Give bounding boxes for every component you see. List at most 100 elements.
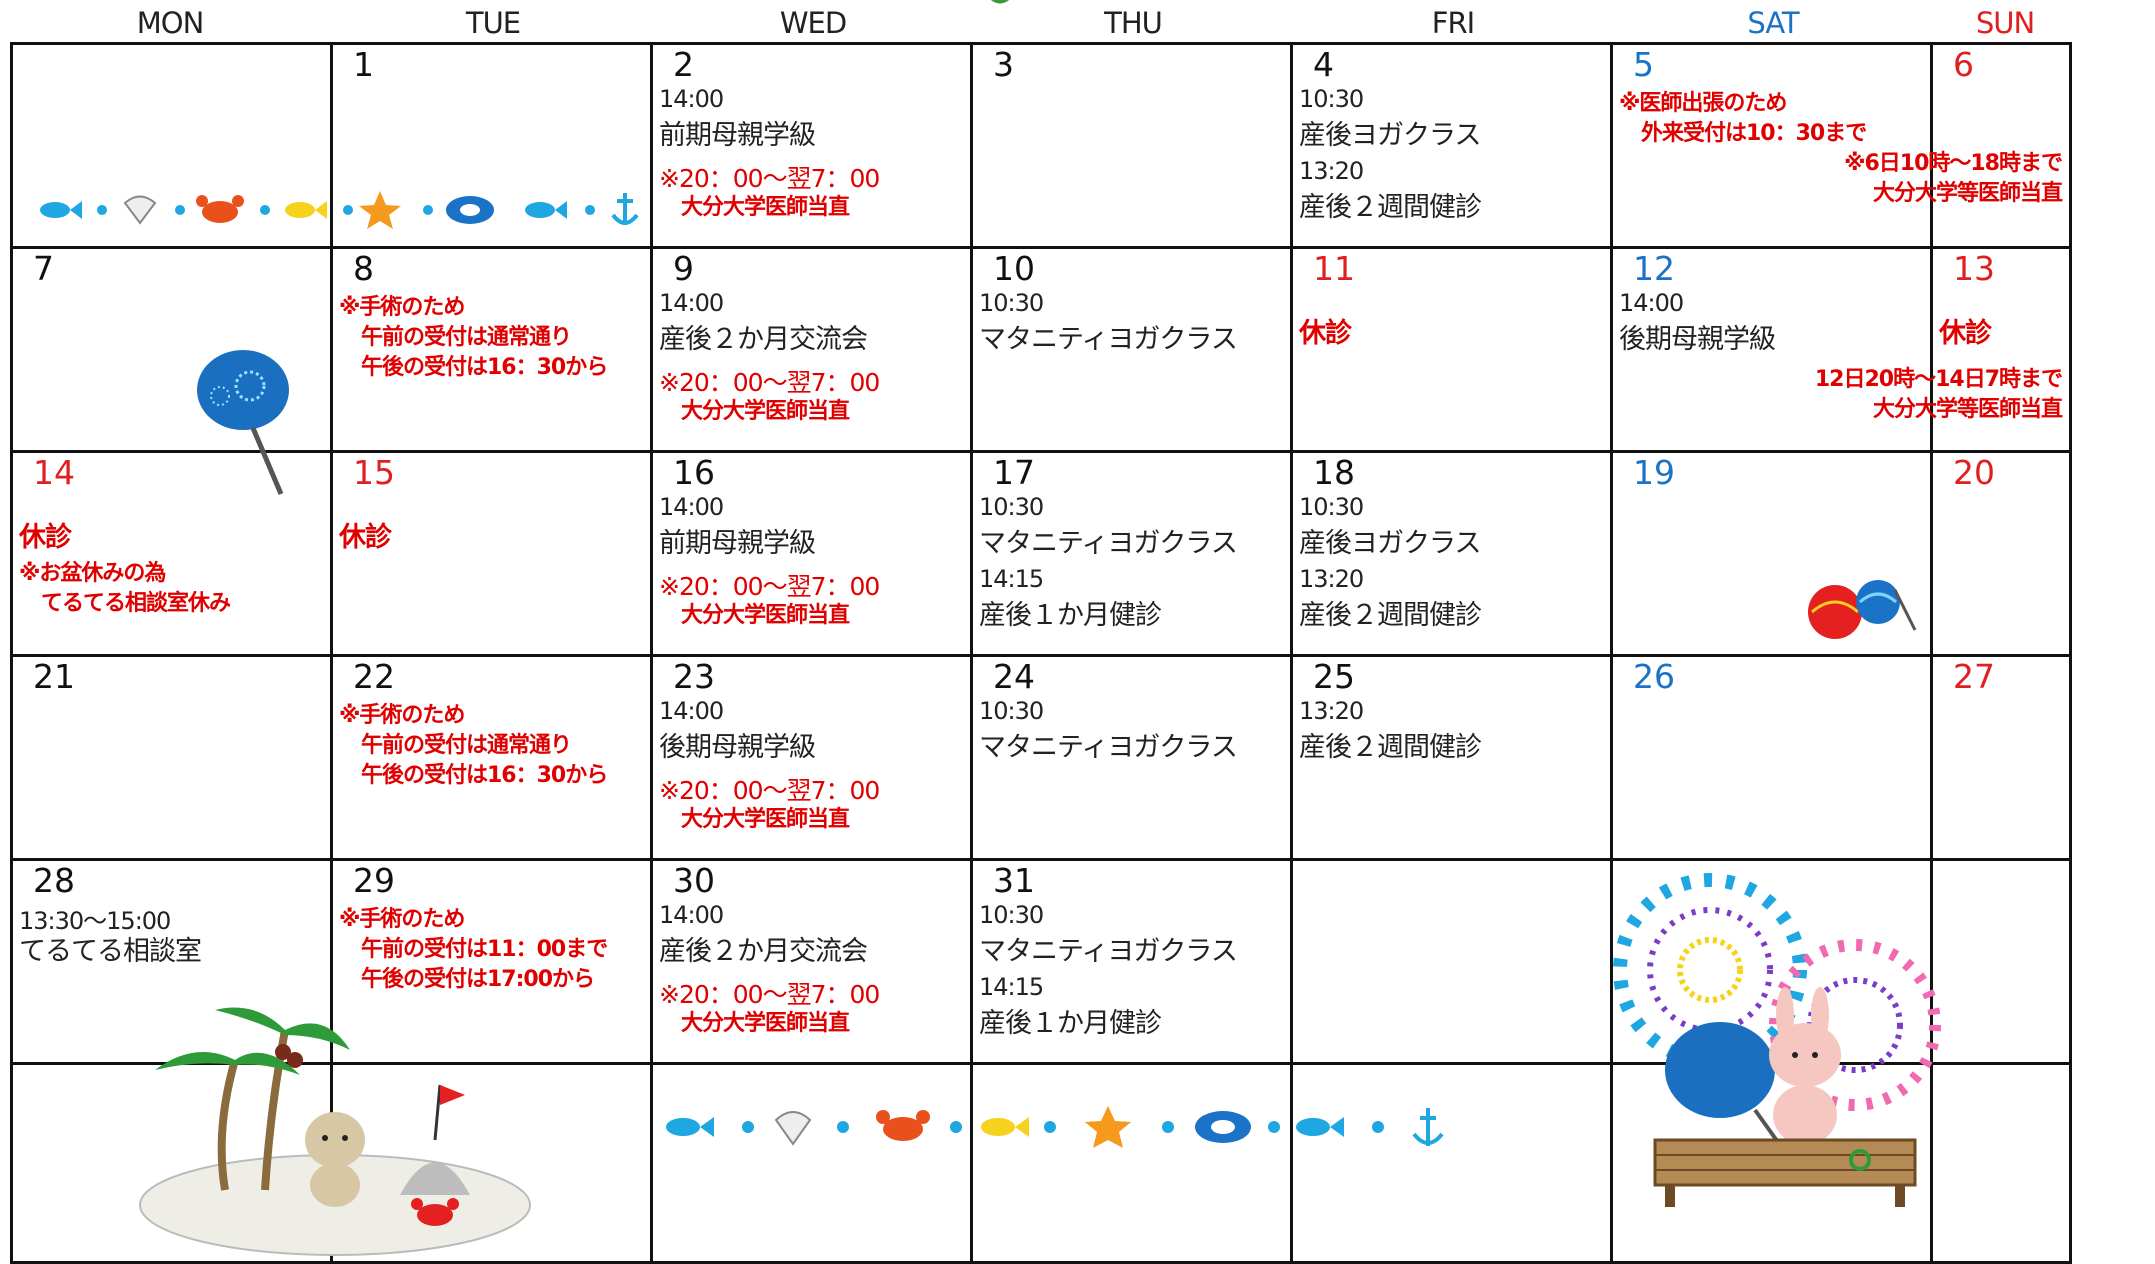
day-number: 11 [1313, 249, 1355, 288]
event-line-rs: ※手術のため [339, 907, 465, 932]
calendar-day-cell: 20 [1933, 453, 2072, 657]
event-line-rs: 大分大学医師当直 [681, 1011, 850, 1036]
event-line-ev: 産後ヨガクラス [1299, 528, 1481, 559]
shell-icon [123, 195, 157, 225]
calendar-day-cell [1933, 1065, 2072, 1264]
day-number: 15 [353, 453, 395, 492]
lifebuoy-icon [446, 196, 494, 224]
crab-icon [876, 1110, 930, 1141]
yellow-fish-icon [981, 1117, 1029, 1137]
event-line-time: 14:15 [979, 565, 1044, 593]
event-line-time: 10:30 [979, 493, 1044, 521]
event-line-rb: 休診 [19, 522, 72, 553]
day-number: 28 [33, 861, 75, 900]
event-line-rs: 午後の受付は16：30から [361, 355, 608, 380]
yellow-fish-icon [285, 201, 327, 219]
event-line-rs: 大分大学等医師当直 [1872, 397, 2063, 422]
weekday-thu: THU [1104, 6, 1163, 40]
water-balloon-yoyo-icon [1808, 580, 1917, 639]
day-number: 5 [1633, 45, 1654, 84]
weekday-sat: SAT [1747, 6, 1799, 40]
calendar-day-cell: 3 [973, 45, 1293, 249]
day-number: 12 [1633, 249, 1675, 288]
day-number: 17 [993, 453, 1035, 492]
event-line-rn: ※20：00～翌7：00 [659, 368, 880, 397]
event-line-time: 14:15 [979, 973, 1044, 1001]
event-line-ev: 産後１か月健診 [979, 600, 1162, 631]
uchiwa-fan-icon [1665, 1022, 1782, 1147]
fish-icon [40, 201, 82, 219]
event-line-ev: 後期母親学級 [1619, 324, 1776, 355]
fish-icon [525, 201, 567, 219]
event-line-ev: 産後２か月交流会 [659, 936, 868, 967]
event-line-rs: 午前の受付は通常通り [361, 325, 572, 350]
event-line-time: 14:00 [659, 901, 724, 929]
crab-icon [411, 1198, 459, 1226]
sea-creatures-garland-top [40, 191, 639, 229]
event-line-ev: 産後２週間健診 [1299, 600, 1482, 631]
calendar-day-cell: 29※手術のため午前の受付は11：00まで午後の受付は17:00から [333, 861, 653, 1065]
day-number: 3 [993, 45, 1014, 84]
calendar-day-cell: 19 [1613, 453, 1933, 657]
day-number: 24 [993, 657, 1035, 696]
calendar-day-cell [333, 1065, 653, 1264]
beach-island-dog-illustration [139, 1007, 531, 1256]
calendar-day-cell [1293, 1065, 1613, 1264]
day-number: 18 [1313, 453, 1355, 492]
event-line-ev: 産後２週間健診 [1299, 732, 1482, 763]
dog-icon [305, 1112, 365, 1207]
crab-icon [196, 195, 244, 223]
day-number: 21 [33, 657, 75, 696]
event-line-rs: てるてる相談室休み [41, 591, 231, 616]
calendar-day-cell: 26 [1613, 657, 1933, 861]
event-line-rs: ※6日10時～18時まで [1844, 151, 2063, 176]
bench-icon [1653, 1138, 1917, 1207]
event-line-rs: 午後の受付は16：30から [361, 763, 608, 788]
event-line-rs: ※手術のため [339, 703, 465, 728]
day-number: 14 [33, 453, 75, 492]
starfish-icon [359, 191, 401, 229]
event-line-time: 14:00 [659, 85, 724, 113]
day-number: 16 [673, 453, 715, 492]
event-line-ev: てるてる相談室 [19, 936, 202, 967]
day-number: 20 [1953, 453, 1995, 492]
weekday-sun: SUN [1975, 6, 2035, 40]
event-line-rn: ※20：00～翌7：00 [659, 164, 880, 193]
day-number: 23 [673, 657, 715, 696]
event-line-rs: 大分大学医師当直 [681, 195, 850, 220]
day-number: 19 [1633, 453, 1675, 492]
event-line-rb: 休診 [1299, 318, 1352, 349]
event-line-ev: マタニティヨガクラス [979, 528, 1238, 559]
event-line-rs: 12日20時～14日7時まで [1814, 367, 2063, 392]
event-line-ev: 後期母親学級 [659, 732, 816, 763]
event-line-rn: ※20：00～翌7：00 [659, 776, 880, 805]
day-number: 6 [1953, 45, 1974, 84]
event-line-ev: 産後２週間健診 [1299, 192, 1482, 223]
palm-leaves-icon [155, 1007, 350, 1075]
calendar-day-cell: 8※手術のため午前の受付は通常通り午後の受付は16：30から [333, 249, 653, 453]
event-line-ev: 前期母親学級 [659, 120, 816, 151]
calendar-day-cell: 22※手術のため午前の受付は通常通り午後の受付は16：30から [333, 657, 653, 861]
calendar-day-cell [973, 1065, 1293, 1264]
calendar-day-cell [1293, 861, 1613, 1065]
day-number: 10 [993, 249, 1035, 288]
day-number: 1 [353, 45, 374, 84]
fish-icon [1296, 1117, 1344, 1137]
day-number: 13 [1953, 249, 1995, 288]
sea-creatures-garland-bottom [666, 1106, 1444, 1148]
day-number: 29 [353, 861, 395, 900]
fireworks-rabbit-bench-illustration [1613, 873, 1941, 1207]
calendar-day-cell: 5※医師出張のため外来受付は10：30まで※6日10時～18時まで大分大学等医師… [1613, 45, 2063, 249]
calendar-day-cell: 21 [13, 657, 333, 861]
event-line-time: 13:20 [1299, 157, 1364, 185]
